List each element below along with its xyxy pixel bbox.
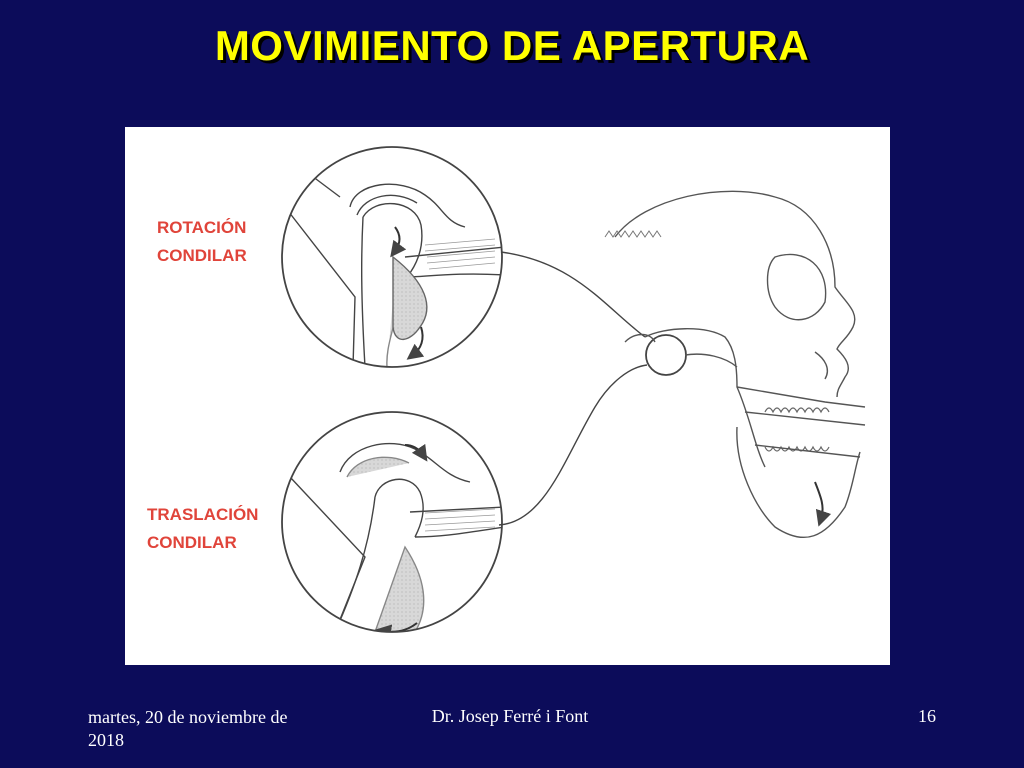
translation-label-line1: TRASLACIÓN xyxy=(147,505,258,524)
translation-label-line2: CONDILAR xyxy=(147,533,237,552)
rotation-label-line2: CONDILAR xyxy=(157,246,247,265)
translation-detail-circle xyxy=(281,411,503,633)
page-number: 16 xyxy=(918,706,936,726)
rotation-label-line1: ROTACIÓN xyxy=(157,218,246,237)
footer-date: martes, 20 de noviembre de 2018 xyxy=(88,707,288,750)
skull-illustration xyxy=(604,190,866,538)
bottom-connector-line xyxy=(498,364,648,526)
tmj-opening-diagram: ROTACIÓN CONDILAR TRASLACIÓN CONDILAR xyxy=(125,127,890,665)
rotation-detail-circle xyxy=(281,146,503,368)
top-connector-line xyxy=(500,251,646,338)
slide-title: MOVIMIENTO DE APERTURA xyxy=(214,22,810,69)
footer-author: Dr. Josep Ferré i Font xyxy=(431,706,589,726)
